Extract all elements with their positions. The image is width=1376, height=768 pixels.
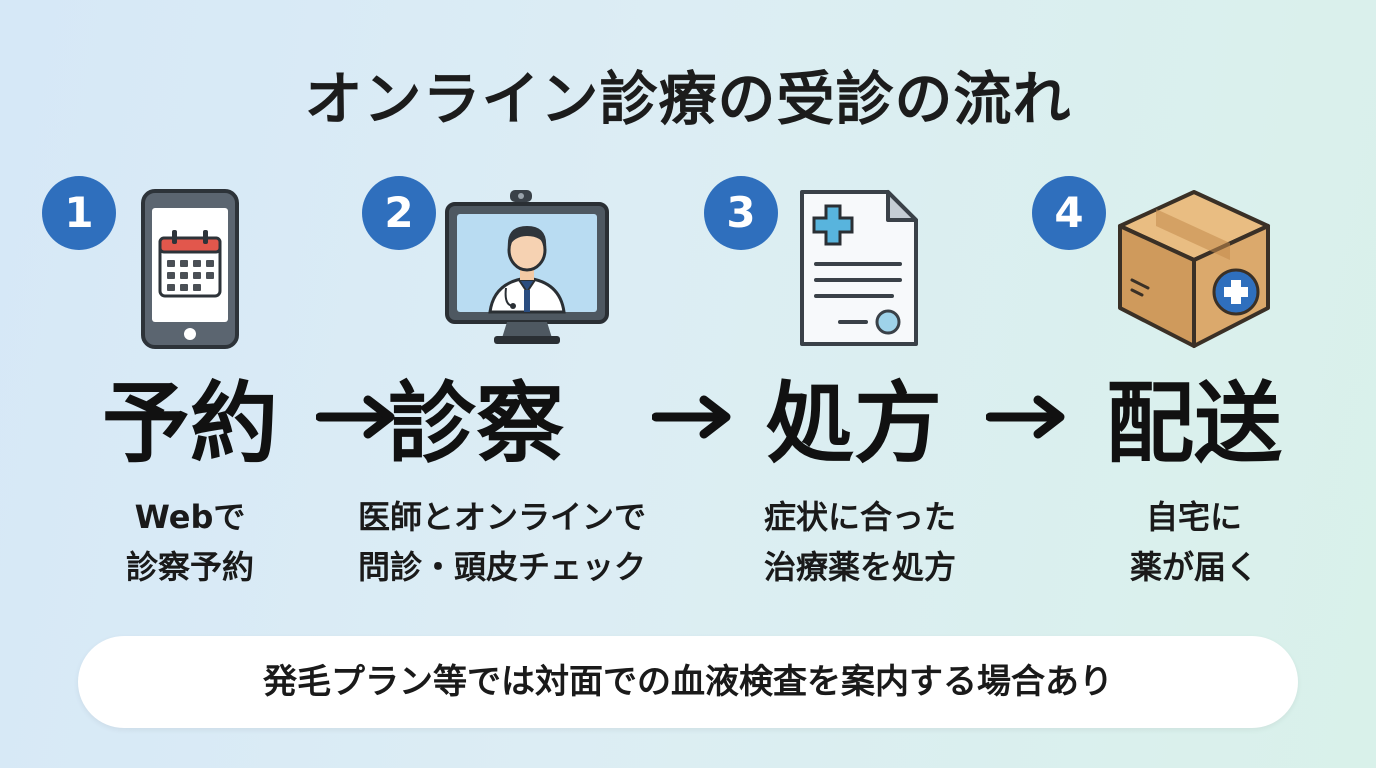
arrow-right-icon xyxy=(316,395,395,439)
step-description-line: Webで xyxy=(134,498,246,536)
step-description-line: 治療薬を処方 xyxy=(763,548,956,586)
smartphone-calendar-icon xyxy=(141,189,239,349)
step-heading: 配送 xyxy=(1105,372,1282,475)
step-description: 症状に合った 治療薬を処方 xyxy=(710,492,1010,592)
step-description: Webで 診察予約 xyxy=(40,492,340,592)
blood-test-note: 発毛プラン等では対面での血液検査を案内する場合あり xyxy=(78,636,1298,728)
step-prescription: 3 処方 症状に合った 治療薬を処方 xyxy=(704,176,1010,596)
step-number-badge: 3 xyxy=(704,176,778,250)
arrow-right-icon xyxy=(986,395,1065,439)
step-description-line: 自宅に xyxy=(1145,498,1242,536)
monitor-doctor-icon xyxy=(445,190,609,344)
medical-package-box-icon xyxy=(1118,190,1270,348)
step-heading: 診察 xyxy=(387,372,564,475)
step-number-badge: 4 xyxy=(1032,176,1106,250)
arrow-right-icon xyxy=(652,395,731,439)
step-description-line: 問診・頭皮チェック xyxy=(357,548,646,586)
step-description: 医師とオンラインで 問診・頭皮チェック xyxy=(352,492,652,592)
step-number-badge: 1 xyxy=(42,176,116,250)
step-heading: 処方 xyxy=(765,372,942,475)
prescription-document-icon xyxy=(800,190,918,346)
step-number-badge: 2 xyxy=(362,176,436,250)
step-description-line: 症状に合った xyxy=(763,498,956,536)
step-description-line: 診察予約 xyxy=(125,548,254,586)
step-heading: 予約 xyxy=(101,372,278,475)
step-reservation: 1 予約 Webで 診察予約 xyxy=(40,176,340,596)
step-description: 自宅に 薬が届く xyxy=(1044,492,1344,592)
page-title: オンライン診療の受診の流れ xyxy=(304,65,1072,133)
step-consultation: 2 診察 医師とオンラインで 問診・頭皮チェック xyxy=(358,176,676,596)
step-description-line: 薬が届く xyxy=(1129,548,1258,586)
step-delivery: 4 配送 自宅に 薬が届く xyxy=(1032,176,1340,596)
step-description-line: 医師とオンラインで xyxy=(357,498,646,536)
